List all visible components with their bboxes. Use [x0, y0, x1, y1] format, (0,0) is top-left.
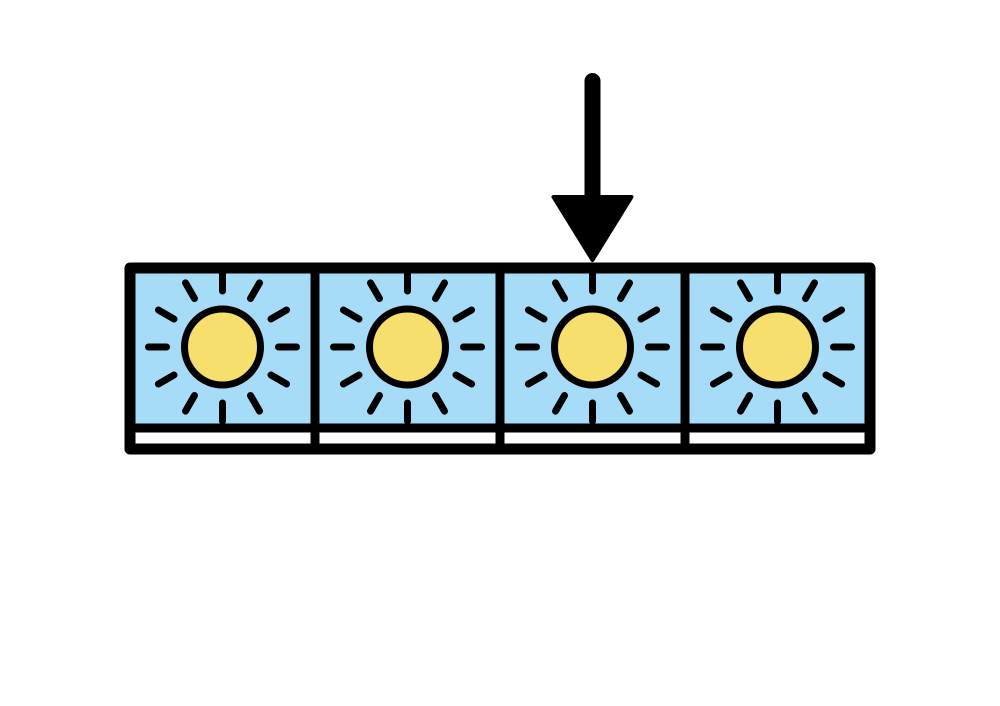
sun-ray: [339, 371, 363, 388]
panel-frame: [124, 262, 876, 455]
sun-icon: [700, 269, 855, 425]
down-arrow-icon: [551, 73, 634, 262]
sun-ray: [339, 306, 363, 323]
sun-ray: [267, 306, 291, 323]
sun-ray: [617, 391, 633, 415]
sun-ray: [737, 391, 753, 415]
sun-ray: [822, 371, 846, 388]
sun-disc: [366, 305, 449, 389]
sun-ray: [182, 391, 198, 415]
sun-ray: [552, 391, 568, 415]
sun-ray: [154, 371, 178, 388]
sun-ray: [247, 279, 263, 303]
sun-ray: [709, 371, 733, 388]
sun-ray: [822, 306, 846, 323]
sun-icon: [145, 269, 300, 425]
sun-ray: [524, 306, 548, 323]
sun-ray: [637, 306, 661, 323]
sun-ray: [552, 279, 568, 303]
sun-ray: [367, 279, 383, 303]
sun-ray: [267, 371, 291, 388]
sun-icon: [330, 269, 485, 425]
sun-disc: [181, 305, 264, 389]
sun-ray: [709, 306, 733, 323]
sun-ray: [154, 306, 178, 323]
sun-ray: [524, 371, 548, 388]
arrow-head: [551, 195, 634, 262]
sun-ray: [182, 279, 198, 303]
sun-ray: [432, 391, 448, 415]
sun-ray: [452, 306, 476, 323]
weather-panel: [130, 268, 315, 449]
sun-ray: [367, 391, 383, 415]
arrow-layer: [551, 73, 634, 262]
sun-ray: [617, 279, 633, 303]
sun-ray: [802, 391, 818, 415]
sun-ray: [247, 391, 263, 415]
sun-ray: [452, 371, 476, 388]
sun-ray: [802, 279, 818, 303]
weather-panel: [685, 268, 870, 449]
sun-ray: [432, 279, 448, 303]
panels-layer: [124, 262, 876, 455]
weather-panel: [315, 268, 500, 449]
sun-disc: [551, 305, 634, 389]
sun-ray: [737, 279, 753, 303]
sun-ray: [637, 371, 661, 388]
sun-icon: [515, 269, 670, 425]
weather-panel: [500, 268, 685, 449]
sun-disc: [736, 305, 819, 389]
